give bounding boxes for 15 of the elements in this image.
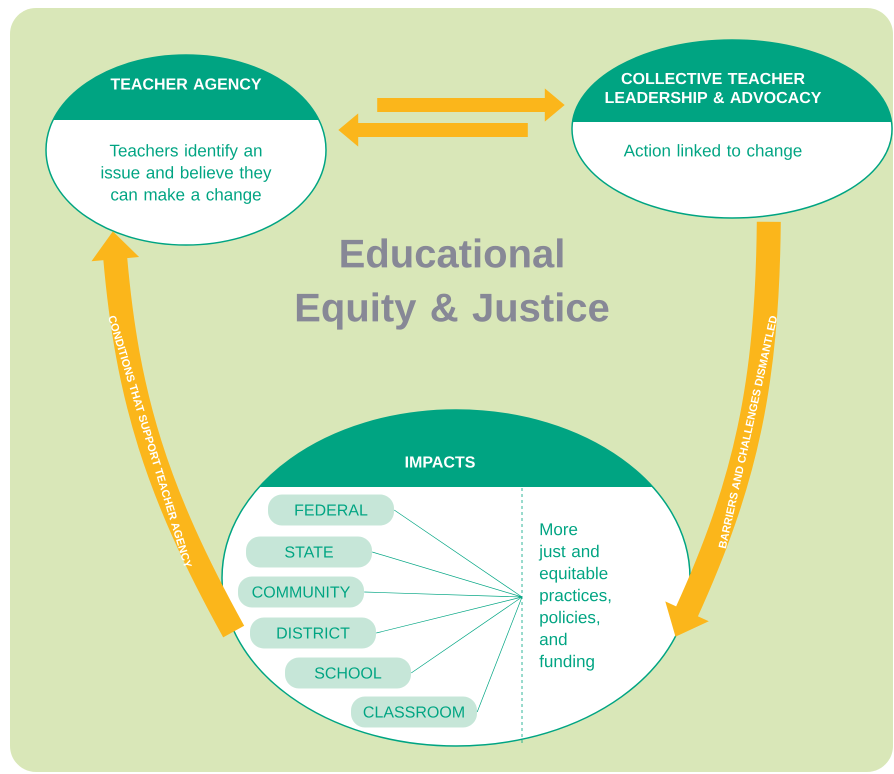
pill-label: STATE	[246, 536, 372, 568]
pill-label: DISTRICT	[250, 618, 376, 648]
connector-line	[410, 596, 522, 674]
pill-label: SCHOOL	[285, 658, 411, 688]
connector-line	[376, 596, 522, 634]
outcome-text: More just and equitable practices, policies, and funding	[538, 523, 610, 671]
connector-line	[364, 592, 522, 598]
ellipse-node: COLLECTIVE TEACHER LEADERSHIP & ADVOCACY Action linked to change	[571, 39, 893, 219]
connector-line	[394, 510, 522, 598]
pill-label: FEDERAL	[268, 494, 394, 526]
ellipse-node: TEACHER AGENCY Teachers identify an issue and believe they can make a change	[45, 54, 327, 246]
pill-label: CLASSROOM	[351, 696, 477, 728]
connector-line	[476, 596, 522, 712]
connector-line	[372, 552, 522, 598]
pill-label: COMMUNITY	[238, 576, 364, 608]
